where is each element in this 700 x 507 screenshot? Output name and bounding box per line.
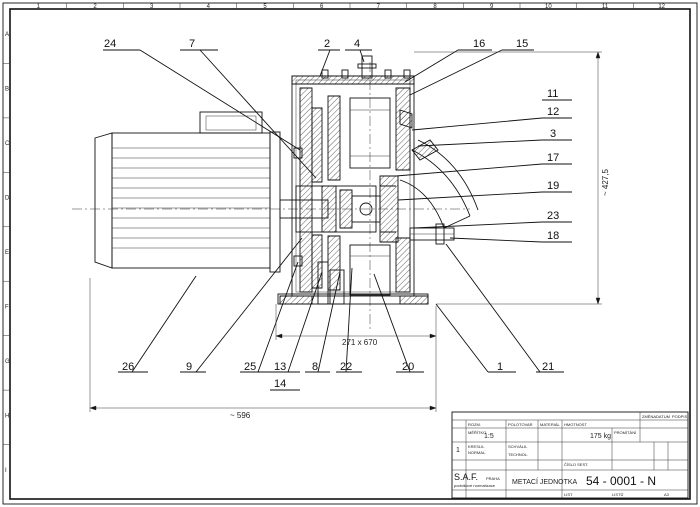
callout-14: 14 — [274, 378, 286, 390]
callout-3: 3 — [550, 128, 556, 140]
callout-1: 1 — [497, 361, 503, 373]
row-labels: A B C D E F G H I — [5, 32, 10, 474]
callout-12: 12 — [547, 106, 559, 118]
tb-field-meritko: MĚŘÍTKO — [468, 430, 486, 435]
callout-26: 26 — [122, 361, 134, 373]
column-label-7: 7 — [377, 4, 381, 10]
callout-15: 15 — [516, 38, 528, 50]
tb-field-hmotnost: HMOTNOST — [564, 422, 587, 427]
row-label-E: E — [5, 250, 9, 256]
tb-format: A3 — [664, 492, 670, 497]
tb-field-polotovar: POLOTOVAR — [508, 422, 533, 427]
tb-scale: 1:5 — [484, 433, 494, 440]
tb-field-schvalil: SCHVÁLIL — [508, 444, 528, 449]
callout-9: 9 — [186, 361, 192, 373]
title-block: ZMĚNA DATUM PODPIS ROZM. MĚŘÍTKO POLOTOV… — [451, 411, 689, 499]
tb-rev-change: ZMĚNA — [642, 414, 656, 419]
row-label-H: H — [5, 413, 9, 419]
tb-drawing-number: 54 - 0001 - N — [586, 474, 656, 488]
column-label-3: 3 — [150, 4, 154, 10]
row-label-D: D — [5, 196, 10, 202]
callout-19: 19 — [547, 180, 559, 192]
row-label-B: B — [5, 87, 9, 93]
dim-height: ~ 427,5 — [601, 169, 610, 196]
leader-lines — [103, 49, 572, 391]
callout-11: 11 — [547, 88, 558, 100]
callout-24: 24 — [104, 38, 116, 50]
column-label-2: 2 — [93, 4, 97, 10]
column-label-11: 11 — [602, 4, 609, 10]
callout-23: 23 — [547, 210, 559, 222]
callout-7: 7 — [189, 38, 195, 50]
row-label-F: F — [5, 304, 9, 310]
row-label-G: G — [5, 359, 10, 365]
column-label-9: 9 — [490, 4, 494, 10]
callout-16: 16 — [473, 38, 485, 50]
tb-drawing-title: METACÍ JEDNOTKA — [512, 477, 578, 486]
tb-rev-date: DATUM — [656, 414, 670, 419]
dim-overall-length: ~ 596 — [230, 411, 251, 420]
callout-20: 20 — [402, 361, 414, 373]
column-label-8: 8 — [433, 4, 437, 10]
tb-field-rozm: ROZM. — [468, 422, 481, 427]
tb-city: PRAHA — [486, 476, 500, 481]
column-label-1: 1 — [37, 4, 41, 10]
callout-22: 22 — [340, 361, 352, 373]
tb-field-promitani: PROMÍTÁNÍ — [614, 430, 637, 435]
row-label-C: C — [5, 141, 10, 147]
column-label-5: 5 — [263, 4, 267, 10]
electric-motor — [94, 111, 281, 273]
callout-4: 4 — [354, 38, 360, 50]
callouts-top: 24 7 2 4 16 15 11 12 3 17 19 23 18 — [104, 38, 559, 242]
tb-field-material: MATERIÁL — [540, 422, 560, 427]
callout-13: 13 — [274, 361, 286, 373]
tb-rev-sign: PODPIS — [672, 414, 687, 419]
dim-flange-span: 271 x 670 — [342, 338, 378, 347]
tb-sheet: LIST — [564, 492, 573, 497]
callout-25: 25 — [244, 361, 256, 373]
row-label-I: I — [5, 468, 7, 474]
column-label-6: 6 — [320, 4, 324, 10]
tb-quantity: 1 — [456, 447, 460, 454]
tb-company-sub: podnikové normalizace — [454, 483, 496, 488]
column-label-12: 12 — [658, 4, 665, 10]
callout-21: 21 — [542, 361, 554, 373]
tb-field-kreslil: KRESLIL — [468, 444, 485, 449]
tb-mass: 175 kg — [590, 433, 611, 440]
column-label-4: 4 — [207, 4, 211, 10]
tb-company: S.A.F. — [454, 472, 478, 482]
callout-17: 17 — [547, 152, 559, 164]
tb-field-normal: NORMAL. — [468, 450, 486, 455]
column-label-10: 10 — [545, 4, 552, 10]
tb-sheets: LISTŮ — [612, 492, 623, 497]
tb-field-cislo: ČÍSLO SEST. — [564, 462, 588, 467]
throwing-unit — [277, 55, 479, 305]
dimension-lines — [89, 51, 602, 412]
callout-18: 18 — [547, 230, 559, 242]
tb-field-technol: TECHNOL. — [508, 452, 528, 457]
callout-2: 2 — [324, 38, 330, 50]
callouts-bottom: 26 9 25 13 14 8 22 20 1 21 — [122, 361, 554, 390]
row-label-A: A — [5, 32, 9, 38]
callout-8: 8 — [312, 361, 318, 373]
